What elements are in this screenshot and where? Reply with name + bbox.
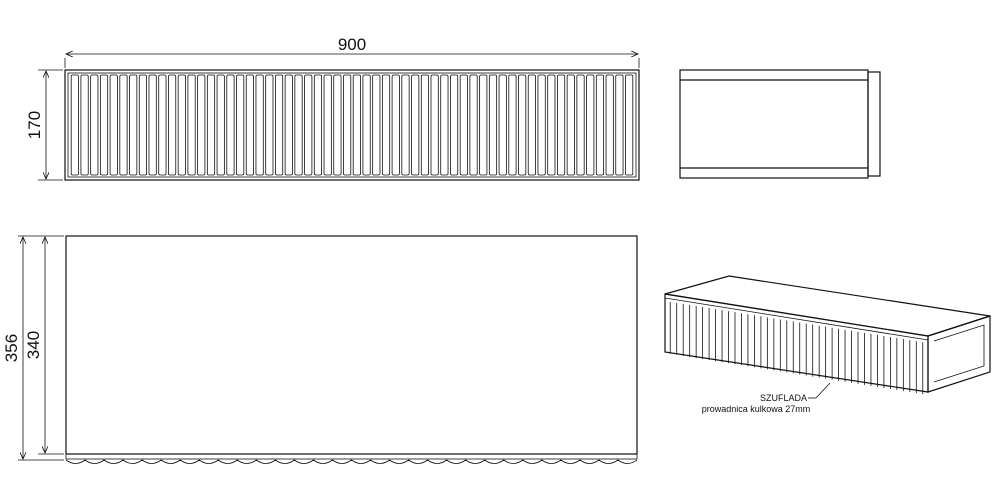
front-slat (80, 74, 89, 176)
top-view (65, 235, 638, 464)
front-slat (275, 74, 284, 176)
front-view-inner-frame (67, 72, 637, 178)
front-slat (440, 74, 449, 176)
side-view-body (679, 69, 869, 179)
front-slat (566, 74, 575, 176)
top-view-front-edge (65, 453, 638, 460)
iso-front-face (664, 293, 929, 393)
front-slat (595, 74, 605, 176)
callout-title: SZUFLADA (760, 393, 807, 403)
front-view (64, 69, 640, 181)
front-slat (255, 74, 264, 176)
isometric-view (664, 275, 991, 395)
top-view-outline (65, 235, 638, 455)
front-slat (479, 74, 488, 176)
front-slat (99, 74, 109, 176)
front-slat (557, 74, 566, 176)
front-slat (508, 74, 517, 176)
front-slat (343, 74, 352, 176)
front-view-outline (64, 69, 640, 181)
height-dimension: 170 (25, 69, 63, 181)
front-slat (129, 74, 138, 176)
front-slat (138, 74, 147, 176)
depth-total-dimension: 356 (2, 235, 64, 461)
front-slat (265, 74, 274, 176)
front-slat (527, 74, 536, 176)
front-slat (236, 74, 245, 176)
depth-total-label: 356 (2, 334, 21, 362)
front-slat (245, 74, 254, 176)
front-slat (469, 74, 478, 176)
depth-inner-dimension: 340 (24, 237, 64, 455)
front-slat (576, 74, 585, 176)
front-slat (518, 74, 527, 176)
front-slat (411, 74, 420, 176)
depth-inner-label: 340 (24, 331, 43, 359)
front-slat (391, 74, 400, 176)
height-dimension-label: 170 (25, 111, 44, 139)
front-slat (615, 74, 624, 176)
side-view-front-panel (867, 71, 881, 177)
front-slat (488, 74, 498, 176)
front-slat (216, 74, 225, 176)
front-slat (226, 74, 235, 176)
side-view (679, 69, 881, 179)
front-slat (158, 74, 167, 176)
front-slat (304, 74, 313, 176)
front-slat (459, 74, 468, 176)
front-slat (333, 74, 342, 176)
width-dimension-label: 900 (338, 35, 366, 54)
front-slat (294, 74, 303, 176)
iso-slats (669, 301, 924, 395)
front-slat (420, 74, 429, 176)
front-slat (537, 74, 546, 176)
iso-front-top-edge (664, 297, 929, 341)
front-slat (197, 74, 206, 176)
front-slat (352, 74, 361, 176)
front-slat (70, 74, 79, 176)
callout-subtitle: prowadnica kulkowa 27mm (702, 404, 811, 414)
front-slat (109, 74, 118, 176)
front-slat (547, 74, 556, 176)
front-slat (323, 74, 332, 176)
callout-leader-line (815, 382, 831, 399)
drawer-callout: SZUFLADA prowadnica kulkowa 27mm (702, 382, 831, 414)
top-view-fluted-edge (65, 459, 638, 464)
front-slats (70, 74, 634, 176)
front-slat (362, 74, 371, 176)
front-slat (605, 74, 614, 176)
front-slat (430, 74, 439, 176)
front-slat (284, 74, 293, 176)
iso-side-face (927, 315, 991, 393)
front-slat (313, 74, 323, 176)
iso-side-inset (933, 324, 985, 383)
front-slat (381, 74, 391, 176)
front-slat (206, 74, 216, 176)
front-slat (450, 74, 459, 176)
front-slat (177, 74, 186, 176)
front-slat (625, 74, 634, 176)
front-slat (187, 74, 196, 176)
front-slat (372, 74, 381, 176)
front-slat (168, 74, 177, 176)
front-slat (401, 74, 410, 176)
width-dimension: 900 (64, 35, 640, 68)
front-slat (148, 74, 157, 176)
front-slat (586, 74, 595, 176)
front-slat (119, 74, 128, 176)
front-slat (90, 74, 99, 176)
front-slat (498, 74, 507, 176)
